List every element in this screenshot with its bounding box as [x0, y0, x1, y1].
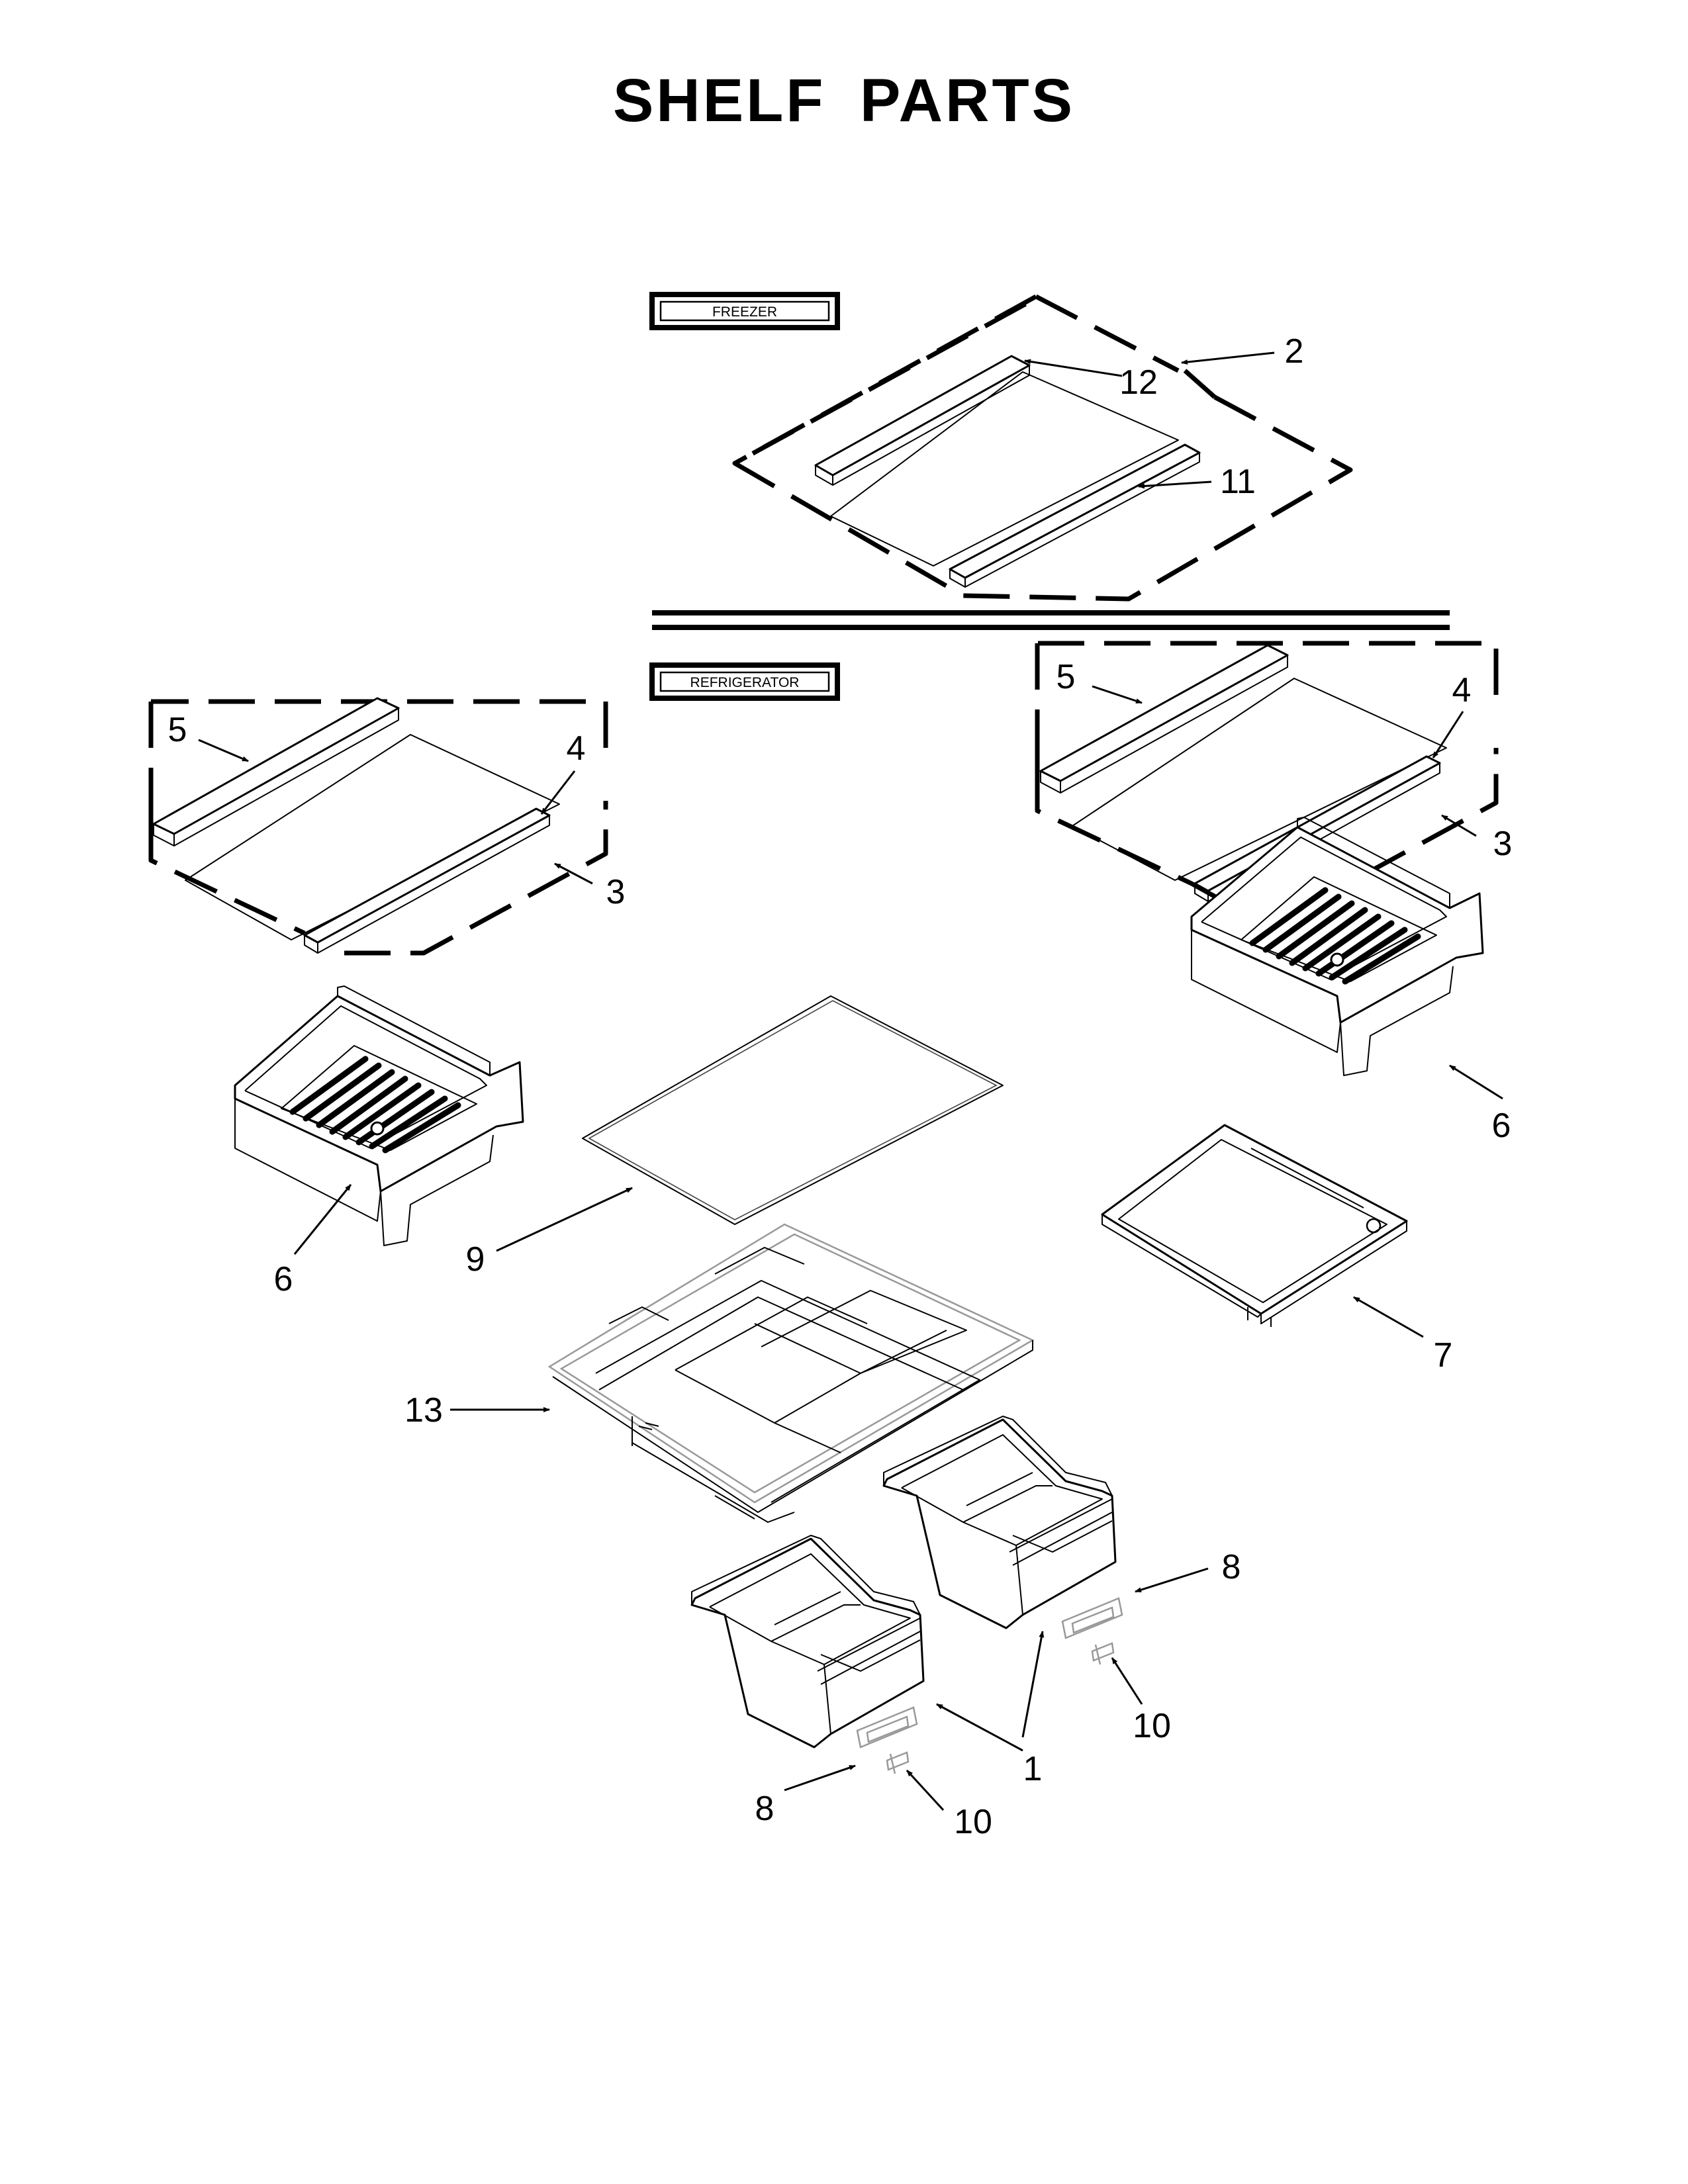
crisper-frame — [547, 1223, 1035, 1523]
freezer-front-trim — [949, 443, 1201, 588]
callout-4-left: 4 — [567, 729, 586, 768]
callout-2: 2 — [1285, 332, 1304, 371]
callout-9: 9 — [466, 1240, 485, 1279]
freezer-glass-shelf — [830, 371, 1179, 567]
freezer-rear-trim — [814, 355, 1031, 486]
callout-arrows — [198, 351, 1503, 1811]
callout-5-left: 5 — [168, 711, 187, 749]
callout-5-right: 5 — [1056, 658, 1076, 696]
callout-numbers: 2 12 11 5 4 3 5 4 3 6 6 9 7 13 8 10 1 8 … — [168, 332, 1513, 1841]
right-deli-drawer — [1190, 817, 1484, 1076]
section-divider — [652, 610, 1450, 630]
callout-7: 7 — [1434, 1336, 1453, 1375]
right-drawer-ribs — [1249, 887, 1421, 985]
right-crisper-drawer — [882, 1416, 1117, 1629]
left-rear-trim — [152, 697, 400, 846]
right-crisper-slide-parts — [1061, 1597, 1123, 1665]
callout-10-left: 10 — [954, 1803, 992, 1841]
callout-6-left: 6 — [274, 1260, 293, 1298]
left-glass-shelf — [185, 734, 560, 940]
callout-1: 1 — [1023, 1750, 1043, 1788]
right-rear-trim — [1039, 644, 1289, 794]
left-refrigerator-shelf-assembly — [148, 697, 608, 956]
right-glass-shelf — [1072, 678, 1447, 881]
callout-10-right: 10 — [1133, 1707, 1171, 1745]
glass-wrapped-shelf — [1101, 1124, 1408, 1327]
freezer-label: FREEZER — [649, 292, 840, 330]
callout-6-right: 6 — [1492, 1107, 1511, 1145]
left-front-trim — [303, 807, 551, 954]
glass-crisper-cover — [582, 995, 1004, 1225]
callout-8-left: 8 — [755, 1790, 774, 1828]
callout-4-right: 4 — [1452, 671, 1472, 709]
refrigerator-label: REFRIGERATOR — [649, 662, 840, 701]
left-drawer-ribs — [289, 1056, 461, 1154]
freezer-label-text: FREEZER — [712, 304, 777, 320]
callout-3-left: 3 — [606, 873, 626, 911]
callout-12: 12 — [1119, 363, 1158, 402]
left-deli-drawer — [234, 985, 524, 1246]
page-title: SHELF PARTS — [612, 67, 1076, 134]
callout-3-right: 3 — [1493, 825, 1513, 863]
left-crisper-slide-parts — [856, 1706, 918, 1774]
left-crisper-drawer — [690, 1535, 925, 1749]
refrigerator-label-text: REFRIGERATOR — [690, 675, 800, 690]
callout-11: 11 — [1220, 463, 1256, 501]
callout-13: 13 — [404, 1391, 443, 1430]
freezer-shelf-assembly — [732, 294, 1353, 602]
callout-8-right: 8 — [1222, 1548, 1241, 1586]
